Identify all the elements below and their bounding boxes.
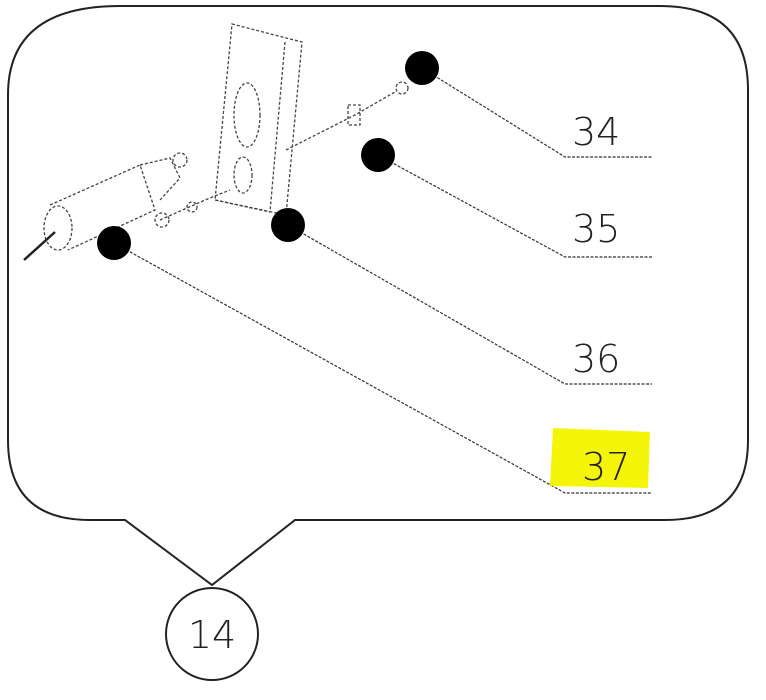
marker-dot-34 (405, 51, 439, 85)
reference-number: 14 (188, 613, 236, 657)
callout-bubble (7, 5, 749, 587)
part-label-34: 34 (572, 110, 620, 154)
part-label-37: 37 (582, 445, 630, 489)
marker-dot-35 (361, 138, 395, 172)
part-label-36: 36 (572, 337, 620, 381)
marker-dot-36 (271, 208, 305, 242)
leader-line-37 (113, 242, 652, 494)
marker-dot-37 (97, 226, 131, 260)
leader-line-35 (377, 154, 652, 258)
leader-line-34 (421, 67, 652, 158)
reference-circle (165, 587, 259, 681)
part-label-35: 35 (572, 207, 620, 251)
leader-line-36 (287, 224, 652, 385)
highlight-37 (550, 428, 650, 488)
